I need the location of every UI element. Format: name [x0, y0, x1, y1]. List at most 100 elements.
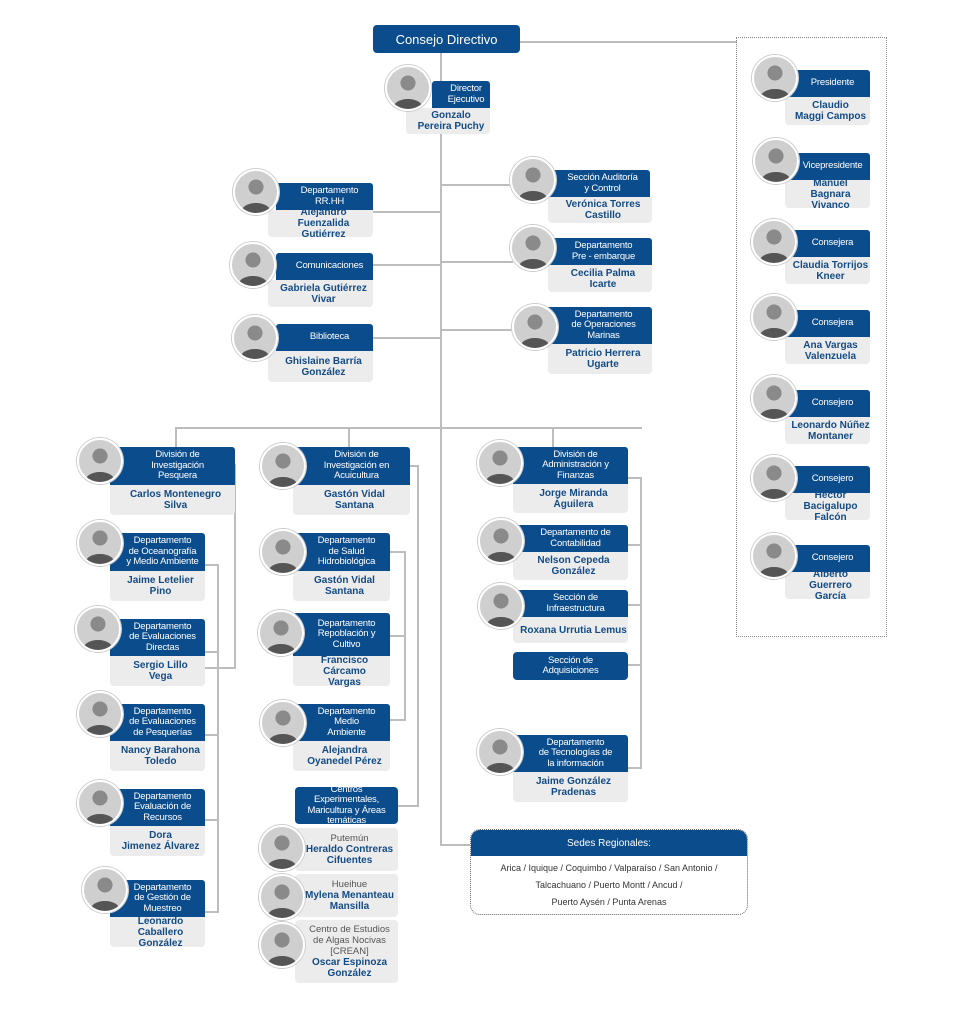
board-panel	[736, 37, 887, 637]
person-name: Alejandro Fuenzalida Gutiérrez	[297, 207, 350, 240]
connector-line	[204, 667, 236, 669]
connector-line	[409, 465, 419, 467]
connector-line	[397, 805, 419, 807]
connector-line	[627, 664, 642, 666]
unit-title: Departamento Repoblación y Cultivo	[293, 613, 390, 656]
unit-title: Departamento de Operaciones Marinas	[545, 307, 652, 344]
person-photo	[385, 65, 431, 111]
connector-line	[640, 477, 642, 769]
person-name: Roxana Urrutia Lemus	[520, 624, 627, 636]
person-name: Carlos Montenegro Silva	[129, 489, 222, 511]
unit-title: Departamento Medio Ambiente	[293, 704, 390, 741]
connector-line	[204, 651, 219, 653]
person-photo	[260, 443, 306, 489]
person-name-box: Ana Vargas Valenzuela	[785, 337, 870, 364]
person-name: Jaime Letelier Pino	[127, 575, 194, 597]
person-photo	[478, 518, 524, 564]
unit-name: Hueihue	[331, 879, 368, 890]
person-name-box: Jorge Miranda Águilera	[513, 484, 628, 513]
person-name-box: Verónica Torres Castillo	[548, 197, 652, 223]
unit-title: Consejera	[785, 310, 870, 337]
unit-title: Consejero	[785, 466, 870, 493]
unit-title: Sección de Adquisiciones	[513, 652, 628, 680]
person-photo	[259, 825, 305, 871]
person-photo	[259, 874, 305, 920]
person-name-box: Claudia Torrijos Kneer	[785, 257, 870, 284]
person-name-box: Dora Jimenez Álvarez	[110, 826, 205, 856]
person-photo	[510, 157, 556, 203]
connector-line	[175, 427, 177, 448]
person-name: Gastón Vidal Santana	[324, 489, 385, 511]
unit-title: Departamento Pre - embarque	[545, 238, 652, 265]
person-name-box: Alejandra Oyanedel Pérez	[293, 741, 390, 771]
connector-line	[440, 329, 515, 331]
unit-title: Departamento de Contabilidad	[513, 525, 628, 552]
connector-line	[389, 635, 406, 637]
person-photo	[232, 315, 278, 361]
unit-title: Centros Experimentales, Maricultura y Ár…	[295, 784, 398, 826]
person-name: Jaime González Pradenas	[535, 776, 612, 798]
unit-title: División de Investigación en Acuicultura	[293, 447, 410, 485]
connector-line	[348, 427, 350, 448]
connector-line	[627, 767, 642, 769]
connector-line	[372, 211, 442, 213]
person-name: Mylena Menanteau Mansilla	[305, 890, 394, 912]
person-photo	[260, 529, 306, 575]
person-photo	[751, 219, 797, 265]
connector-line	[440, 52, 442, 846]
person-photo	[751, 375, 797, 421]
unit-title: Departamento Evaluación de Recursos	[110, 789, 205, 826]
connector-line	[175, 427, 642, 429]
person-name: Gastón Vidal Santana	[314, 575, 375, 597]
unit-title: Biblioteca	[276, 324, 373, 351]
person-name-box: Jaime González Pradenas	[513, 772, 628, 802]
unit-title: Consejero	[785, 390, 870, 417]
person-name-box: Leonardo Caballero González	[110, 916, 205, 949]
person-name-box: Patricio Herrera Ugarte	[548, 344, 652, 374]
person-photo	[751, 455, 797, 501]
connector-line	[204, 564, 219, 566]
unit-title: Presidente	[785, 70, 870, 97]
person-name-box: Manuel Bagnara Vivanco	[785, 178, 870, 211]
sedes-title: Sedes Regionales:	[471, 830, 747, 856]
person-photo	[82, 867, 128, 913]
consejo-directivo-box: Consejo Directivo	[373, 25, 520, 53]
connector-line	[217, 564, 219, 913]
person-name: Cecilia Palma Icarte	[570, 267, 636, 290]
connector-line	[627, 604, 642, 606]
connector-line	[389, 719, 406, 721]
person-photo	[258, 610, 304, 656]
person-name-box: Cecilia Palma Icarte	[548, 265, 652, 292]
person-name: Nancy Barahona Toledo	[121, 745, 200, 767]
person-name: Dora Jimenez Álvarez	[121, 830, 200, 852]
person-photo	[510, 225, 556, 271]
person-photo	[752, 55, 798, 101]
person-name-box: Gastón Vidal Santana	[293, 571, 390, 601]
connector-line	[204, 819, 219, 821]
unit-title: División de Investigación Pesquera	[110, 447, 235, 485]
unit-title: Consejero	[785, 545, 870, 572]
person-photo	[753, 138, 799, 184]
connector-line	[627, 477, 642, 479]
connector-line	[440, 261, 513, 263]
connector-line	[627, 544, 642, 546]
connector-line	[234, 464, 236, 669]
person-name-box: Ghislaine Barría González	[268, 351, 373, 382]
person-photo	[75, 606, 121, 652]
sedes-regionales-box: Sedes Regionales: Arica / Iquique / Coqu…	[470, 829, 748, 915]
connector-line	[417, 465, 419, 807]
person-name-box: Gabriela Gutiérrez Vivar	[268, 280, 373, 307]
person-name: Sergio Lillo Vega	[133, 660, 188, 682]
person-name: Ghislaine Barría González	[285, 355, 362, 378]
unit-title: Sección Auditoría y Control	[545, 170, 650, 197]
person-photo	[77, 780, 123, 826]
person-name-box: Héctor Bacigalupo Falcón	[785, 490, 870, 523]
unit-title: División de Administración y Finanzas	[513, 447, 628, 484]
person-name: Leonardo Núñez Montaner	[791, 419, 870, 442]
unit-title: Sección de Infraestructura	[513, 590, 628, 617]
unit-title: Departamento de Oceanografía y Medio Amb…	[110, 533, 205, 571]
unit-title: Departamento de Salud Hidrobiológica	[293, 533, 390, 571]
